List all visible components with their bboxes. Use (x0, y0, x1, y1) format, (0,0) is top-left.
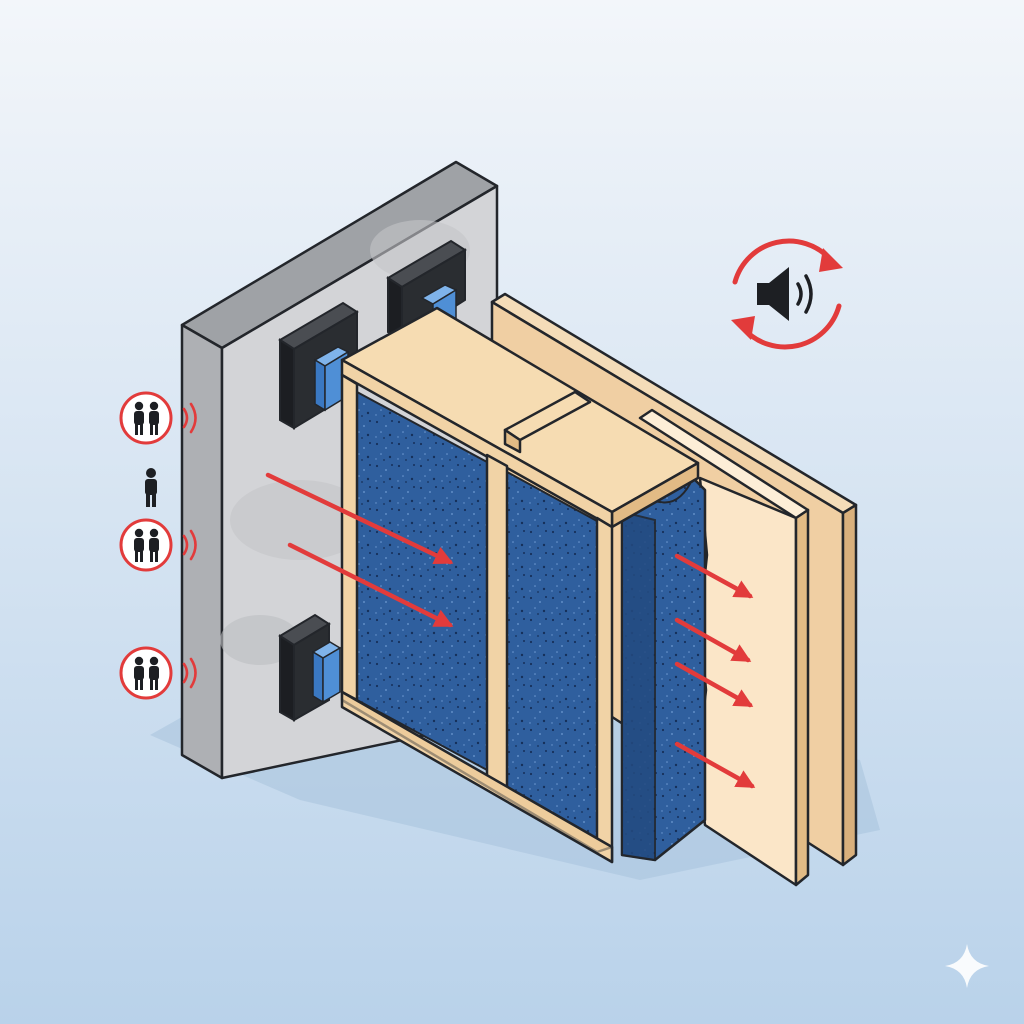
sparkle-icon (945, 944, 989, 988)
sound-arrow-1 (265, 472, 454, 565)
left-stud (340, 373, 359, 702)
speaker-cycle-icon (731, 238, 843, 350)
sound-arrow-3 (674, 553, 754, 599)
people-noise-icon (119, 391, 197, 445)
sound-arrow-2 (287, 542, 454, 628)
sound-arrow-5 (674, 661, 754, 708)
sound-arrow-4 (674, 617, 752, 663)
wood-stud-frame (340, 306, 700, 864)
middle-stud (485, 453, 509, 792)
bottom-plate (340, 690, 614, 864)
right-stud (595, 516, 614, 864)
isolator-clip-bottom (278, 613, 342, 722)
sound-arrow-6 (674, 741, 756, 789)
people-noise-icon (119, 518, 197, 572)
people-noise-icon (119, 646, 197, 700)
insulation-bay-right (506, 470, 609, 847)
insulation-batt-side (620, 476, 707, 862)
person-icon (145, 468, 157, 507)
sound-arrows-exiting (674, 553, 756, 789)
concrete-wall-front (180, 323, 224, 780)
sound-arrows-entering (265, 472, 454, 628)
